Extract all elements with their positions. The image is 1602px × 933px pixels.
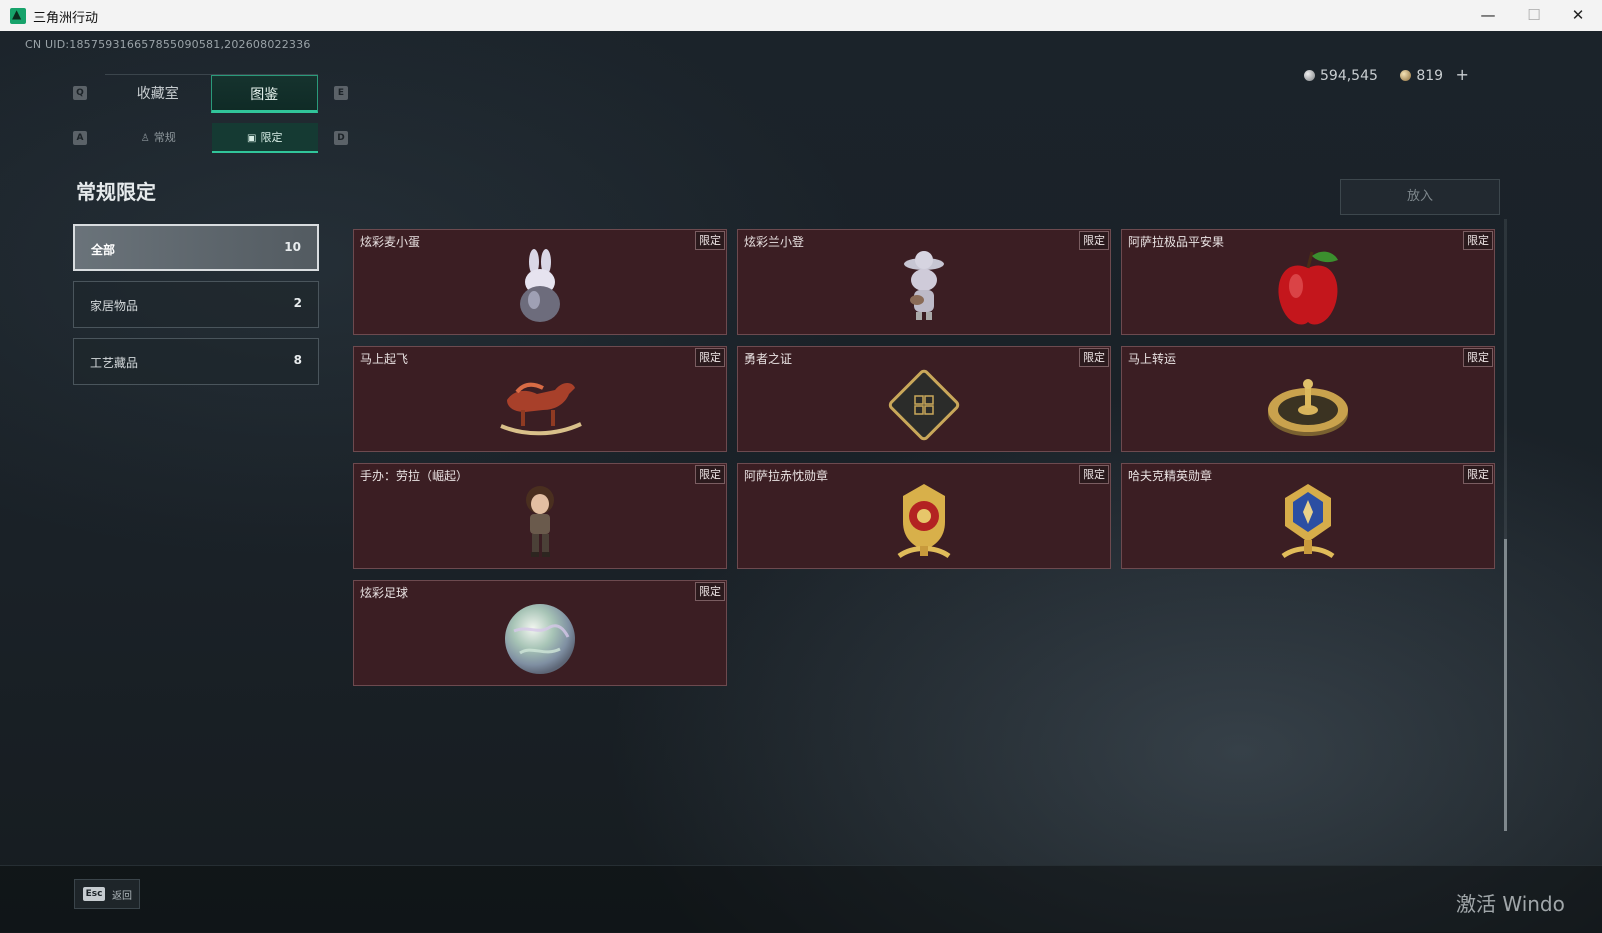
category-crafts[interactable]: 工艺藏品 8 [73, 338, 319, 385]
bunny-egg-figure-icon [495, 246, 585, 330]
item-name: 炫彩足球 [360, 586, 409, 600]
item-card[interactable]: 手办：劳拉（崛起） 限定 [353, 463, 727, 569]
category-count: 10 [284, 240, 301, 254]
category-label: 工艺藏品 [90, 356, 139, 370]
item-name: 手办：劳拉（崛起） [360, 469, 469, 483]
currency-bar: 594,545 819 + [1304, 65, 1469, 87]
back-label: 返回 [112, 891, 132, 902]
key-hint-a: A [73, 131, 87, 145]
window-titlebar: 三角洲行动 — ☐ ✕ [0, 0, 1602, 32]
section-title: 常规限定 [76, 180, 156, 204]
sombrero-figure-icon [879, 246, 969, 330]
item-card[interactable]: 炫彩麦小蛋 限定 [353, 229, 727, 335]
tab-codex[interactable]: 图鉴 [210, 75, 318, 113]
limited-badge: 限定 [695, 231, 725, 250]
limited-badge: 限定 [1079, 231, 1109, 250]
limited-badge: 限定 [1079, 465, 1109, 484]
activation-watermark: 激活 Windo [1456, 892, 1565, 916]
red-apple-icon [1263, 246, 1353, 330]
diamond-card-icon [879, 363, 969, 447]
subtab-limited[interactable]: ▣限定 [211, 123, 318, 153]
figure-icon: ♙ [140, 133, 150, 144]
category-label: 全部 [91, 243, 116, 257]
limited-badge: 限定 [1079, 348, 1109, 367]
gold-amount: 819 [1416, 68, 1444, 84]
red-medal-icon [879, 480, 969, 564]
subtab-regular[interactable]: ♙常规 [105, 123, 212, 153]
key-hint-e: E [334, 86, 348, 100]
golden-wheel-icon [1263, 363, 1353, 447]
item-name: 炫彩兰小登 [744, 235, 805, 249]
category-all[interactable]: 全部 10 [73, 224, 319, 271]
scroll-track[interactable] [1504, 219, 1507, 831]
game-area: CN UID:185759316657855090581,20260802233… [0, 31, 1602, 933]
subtab-limited-label: 限定 [260, 131, 283, 144]
limited-badge: 限定 [695, 582, 725, 601]
tab-collection-room[interactable]: 收藏室 [136, 86, 179, 102]
item-card[interactable]: 炫彩足球 限定 [353, 580, 727, 686]
category-count: 2 [293, 296, 302, 310]
key-hint-q: Q [73, 86, 87, 100]
close-button[interactable]: ✕ [1571, 6, 1585, 24]
item-card[interactable]: 炫彩兰小登 限定 [737, 229, 1111, 335]
scrollbar-thumb[interactable] [1504, 539, 1507, 831]
uid-label: CN UID:185759316657855090581,20260802233… [25, 38, 311, 51]
main-tabs: 收藏室 图鉴 [105, 74, 318, 113]
add-currency-button[interactable]: + [1455, 65, 1469, 84]
limited-badge: 限定 [1463, 465, 1493, 484]
iridescent-ball-icon [495, 597, 585, 681]
item-name: 阿萨拉极品平安果 [1128, 235, 1225, 249]
silver-amount: 594,545 [1320, 68, 1378, 84]
item-name: 勇者之证 [744, 352, 793, 366]
item-name: 哈夫克精英勋章 [1128, 469, 1213, 483]
item-name: 阿萨拉赤忱勋章 [744, 469, 829, 483]
subtab-regular-label: 常规 [153, 131, 176, 144]
esc-key-hint: Esc [83, 887, 105, 901]
back-button[interactable]: Esc 返回 [74, 879, 140, 909]
lara-figure-icon [495, 480, 585, 564]
app-logo-icon [10, 7, 26, 24]
gold-currency: 819 [1400, 68, 1443, 84]
item-card[interactable]: 阿萨拉极品平安果 限定 [1121, 229, 1495, 335]
put-in-button[interactable]: 放入 [1340, 179, 1500, 215]
key-hint-d: D [334, 131, 348, 145]
blue-medal-icon [1263, 480, 1353, 564]
limited-badge: 限定 [695, 465, 725, 484]
footer-bar: Esc 返回 激活 Windo [0, 865, 1602, 933]
item-name: 炫彩麦小蛋 [360, 235, 421, 249]
rocking-horse-icon [495, 363, 585, 447]
item-card[interactable]: 勇者之证 限定 [737, 346, 1111, 452]
item-card[interactable]: 马上转运 限定 [1121, 346, 1495, 452]
limited-badge: 限定 [695, 348, 725, 367]
maximize-button[interactable]: ☐ [1527, 6, 1541, 24]
limited-badge: 限定 [1463, 231, 1493, 250]
item-name: 马上起飞 [360, 352, 409, 366]
item-card[interactable]: 哈夫克精英勋章 限定 [1121, 463, 1495, 569]
silver-coin-icon [1304, 69, 1315, 81]
category-sidebar: 全部 10 家居物品 2 工艺藏品 8 [73, 224, 319, 395]
item-name: 马上转运 [1128, 352, 1177, 366]
category-count: 8 [293, 353, 302, 367]
minimize-button[interactable]: — [1480, 6, 1496, 24]
item-card[interactable]: 马上起飞 限定 [353, 346, 727, 452]
gold-coin-icon [1400, 69, 1412, 81]
category-home-items[interactable]: 家居物品 2 [73, 281, 319, 328]
sub-tabs: ♙常规 ▣限定 [105, 123, 318, 153]
window-title: 三角洲行动 [33, 11, 99, 26]
silver-currency: 594,545 [1304, 68, 1378, 84]
item-card[interactable]: 阿萨拉赤忱勋章 限定 [737, 463, 1111, 569]
image-icon: ▣ [247, 133, 257, 144]
limited-badge: 限定 [1463, 348, 1493, 367]
category-label: 家居物品 [90, 299, 139, 313]
